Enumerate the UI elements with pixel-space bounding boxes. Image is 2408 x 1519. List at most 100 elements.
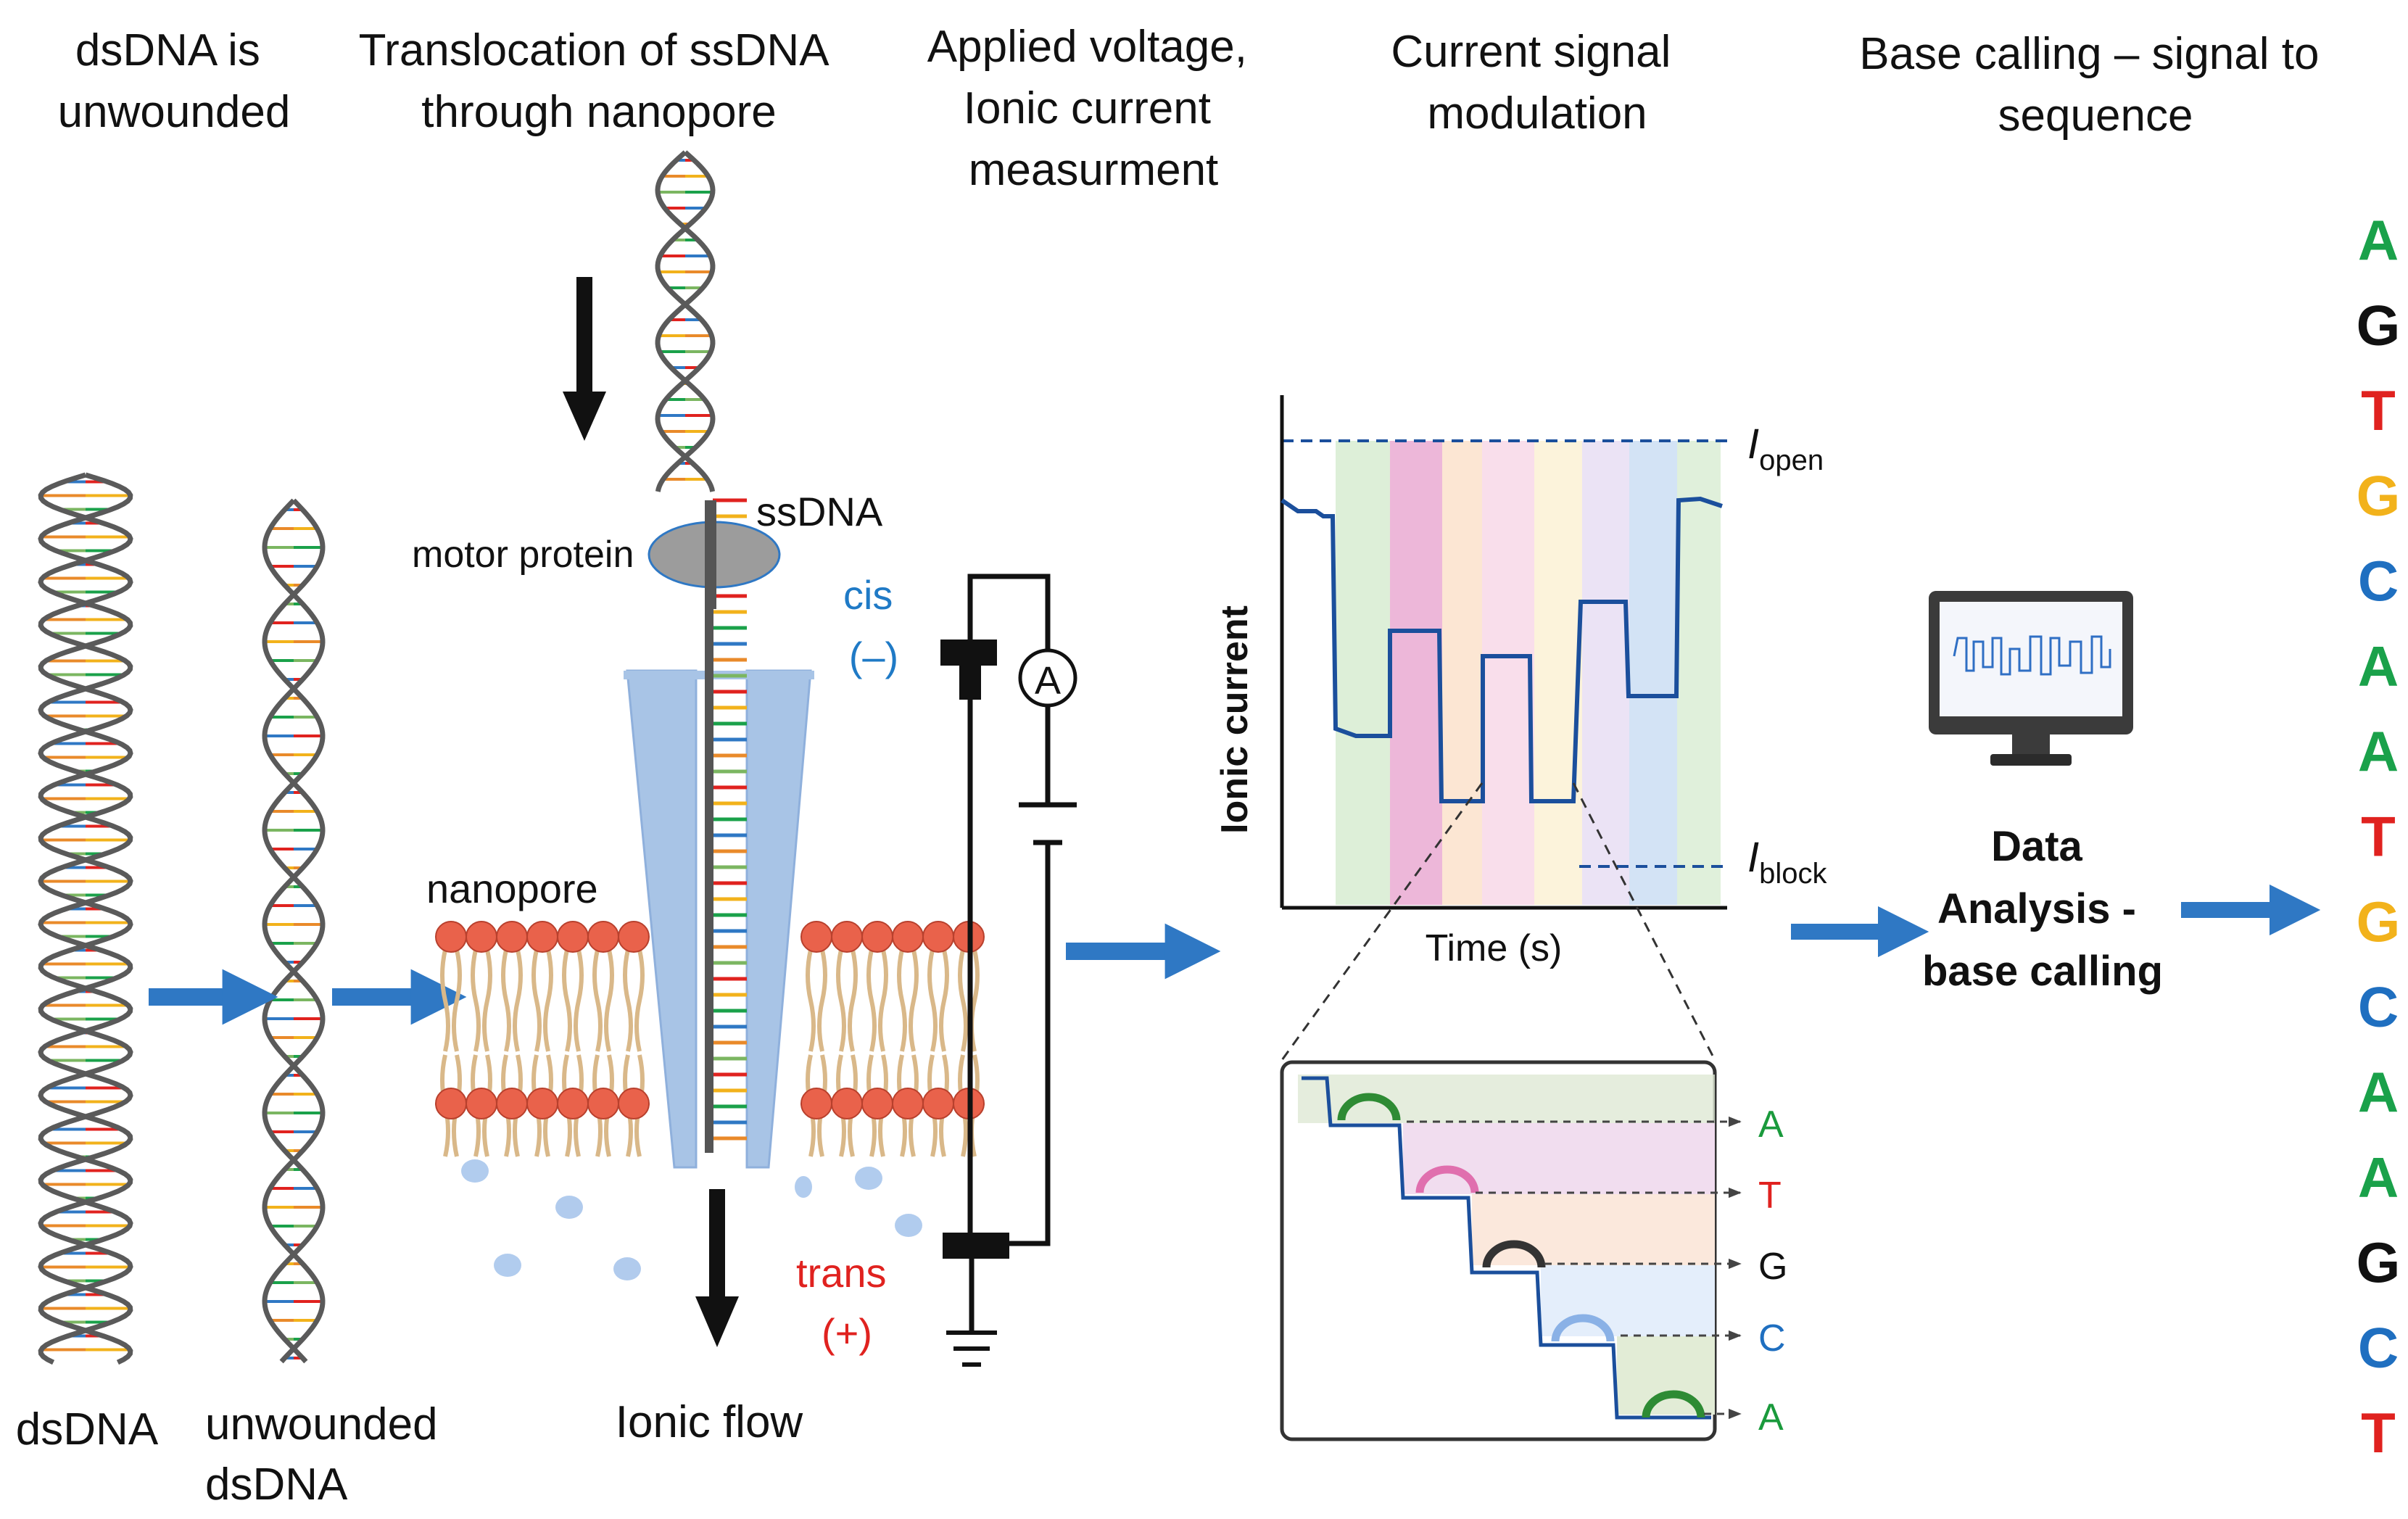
battery-icon bbox=[1019, 802, 1077, 845]
computer-monitor-icon bbox=[1929, 591, 2133, 766]
lipid-head bbox=[587, 1088, 619, 1119]
sequence-base: A bbox=[2358, 1146, 2399, 1209]
nanopore-label: nanopore bbox=[426, 866, 598, 911]
ions bbox=[461, 1159, 922, 1280]
lipid-head bbox=[587, 921, 619, 953]
lipid-head bbox=[526, 1088, 558, 1119]
lipid-tail bbox=[897, 949, 907, 1052]
lipid-head bbox=[466, 1088, 497, 1119]
helix-backbone bbox=[262, 498, 326, 1364]
dsdna-label: dsDNA bbox=[16, 1404, 159, 1454]
lipid-tail bbox=[543, 949, 553, 1052]
lipid-head bbox=[800, 1088, 832, 1119]
lipid-tail bbox=[574, 949, 584, 1052]
data-analysis-label: Data Analysis - base calling bbox=[1922, 823, 2163, 995]
sequence-base: T bbox=[2361, 805, 2396, 869]
lipid-head bbox=[466, 921, 497, 953]
lipid-head bbox=[557, 921, 589, 953]
lipid-tail bbox=[909, 949, 919, 1052]
helix-backbone bbox=[655, 150, 716, 492]
incoming-dna-helix bbox=[655, 150, 716, 492]
unwounded-dsdna-helix bbox=[262, 498, 326, 1364]
cis-label: cis (–) bbox=[843, 572, 904, 679]
lipid-head bbox=[922, 921, 954, 953]
plot-y-label: Ionic current bbox=[1214, 605, 1256, 834]
lipid-head bbox=[557, 1088, 589, 1119]
zoom-base-letter: A bbox=[1758, 1396, 1784, 1439]
helix-backbone bbox=[38, 472, 133, 1365]
lipid-head bbox=[618, 921, 650, 953]
sequence-base: A bbox=[2358, 719, 2399, 783]
lipid-head bbox=[831, 921, 863, 953]
helix-backbone bbox=[655, 150, 716, 492]
electrode-top-stem bbox=[959, 663, 981, 700]
lipid-head bbox=[526, 921, 558, 953]
sequence-base: G bbox=[2357, 464, 2401, 528]
sequence-base: A bbox=[2358, 634, 2399, 698]
lipid-tail bbox=[848, 949, 858, 1052]
ground-icon bbox=[946, 1330, 997, 1367]
sequence-base: G bbox=[2357, 890, 2401, 953]
lipid-tail bbox=[452, 949, 462, 1052]
sequence-base: G bbox=[2357, 1230, 2401, 1294]
zoom-guide-lines bbox=[1280, 782, 1716, 1061]
lipid-head bbox=[861, 1088, 893, 1119]
ammeter-label: A bbox=[1035, 659, 1061, 703]
plot-x-label: Time (s) bbox=[1426, 927, 1563, 969]
i-open-label: Iopen bbox=[1747, 421, 1824, 476]
lipid-head bbox=[496, 921, 528, 953]
lipid-head bbox=[892, 1088, 924, 1119]
helix-backbone bbox=[38, 472, 133, 1365]
trans-label: trans (+) bbox=[796, 1250, 898, 1356]
ssdna-backbone bbox=[705, 500, 713, 1153]
step-5-header: Base calling – signal to sequence bbox=[1859, 29, 2331, 141]
sequence-base: C bbox=[2358, 549, 2399, 613]
unwounded-dsdna-label: unwounded dsDNA bbox=[205, 1399, 450, 1510]
sequence-base: G bbox=[2357, 294, 2401, 357]
lipid-head bbox=[435, 921, 467, 953]
lipid-tail bbox=[806, 949, 816, 1052]
ssdna-label: ssDNA bbox=[756, 489, 883, 534]
ssdna-backbone-through-motor bbox=[705, 500, 716, 609]
lipid-tail bbox=[866, 949, 877, 1052]
lipid-tail bbox=[939, 949, 949, 1052]
motor-protein-label: motor protein bbox=[412, 534, 634, 576]
lipid-tail bbox=[482, 949, 492, 1052]
ionic-current-trace bbox=[1280, 496, 1723, 803]
lipid-head bbox=[892, 921, 924, 953]
lipid-tail bbox=[958, 949, 968, 1052]
electrode-bottom bbox=[943, 1233, 1009, 1259]
lipid-bilayer-membrane bbox=[435, 921, 985, 1157]
electrode-top bbox=[940, 640, 997, 666]
sequence-base: C bbox=[2358, 975, 2399, 1039]
lipid-tail bbox=[604, 949, 614, 1052]
lipid-tail bbox=[471, 949, 481, 1052]
zoom-base-letter: G bbox=[1758, 1246, 1787, 1288]
nanopore-right-wall bbox=[745, 669, 812, 1169]
lipid-head bbox=[496, 1088, 528, 1119]
zoom-base-letter: C bbox=[1758, 1317, 1786, 1359]
dsdna-helix bbox=[38, 472, 133, 1365]
lipid-tail bbox=[440, 949, 450, 1052]
plot-color-bands bbox=[1336, 441, 1721, 905]
sequence-base: C bbox=[2358, 1316, 2399, 1380]
ammeter bbox=[1018, 648, 1077, 708]
sequence-base: A bbox=[2358, 208, 2399, 272]
lipid-tail bbox=[501, 949, 511, 1052]
lipid-tail bbox=[878, 949, 888, 1052]
lipid-tail bbox=[513, 949, 523, 1052]
lipid-head bbox=[618, 1088, 650, 1119]
sequence-base: A bbox=[2358, 1060, 2399, 1124]
lipid-head bbox=[831, 1088, 863, 1119]
current-signal-plot: Ionic current Time (s) Iopen Iblock bbox=[1214, 395, 1828, 969]
down-arrow-ionic-flow bbox=[695, 1189, 739, 1347]
lipid-tail bbox=[927, 949, 938, 1052]
lipid-tail bbox=[592, 949, 603, 1052]
lipid-head bbox=[922, 1088, 954, 1119]
zoom-base-letter: A bbox=[1758, 1104, 1784, 1146]
lipid-tail bbox=[634, 949, 645, 1052]
lipid-tail bbox=[531, 949, 542, 1052]
